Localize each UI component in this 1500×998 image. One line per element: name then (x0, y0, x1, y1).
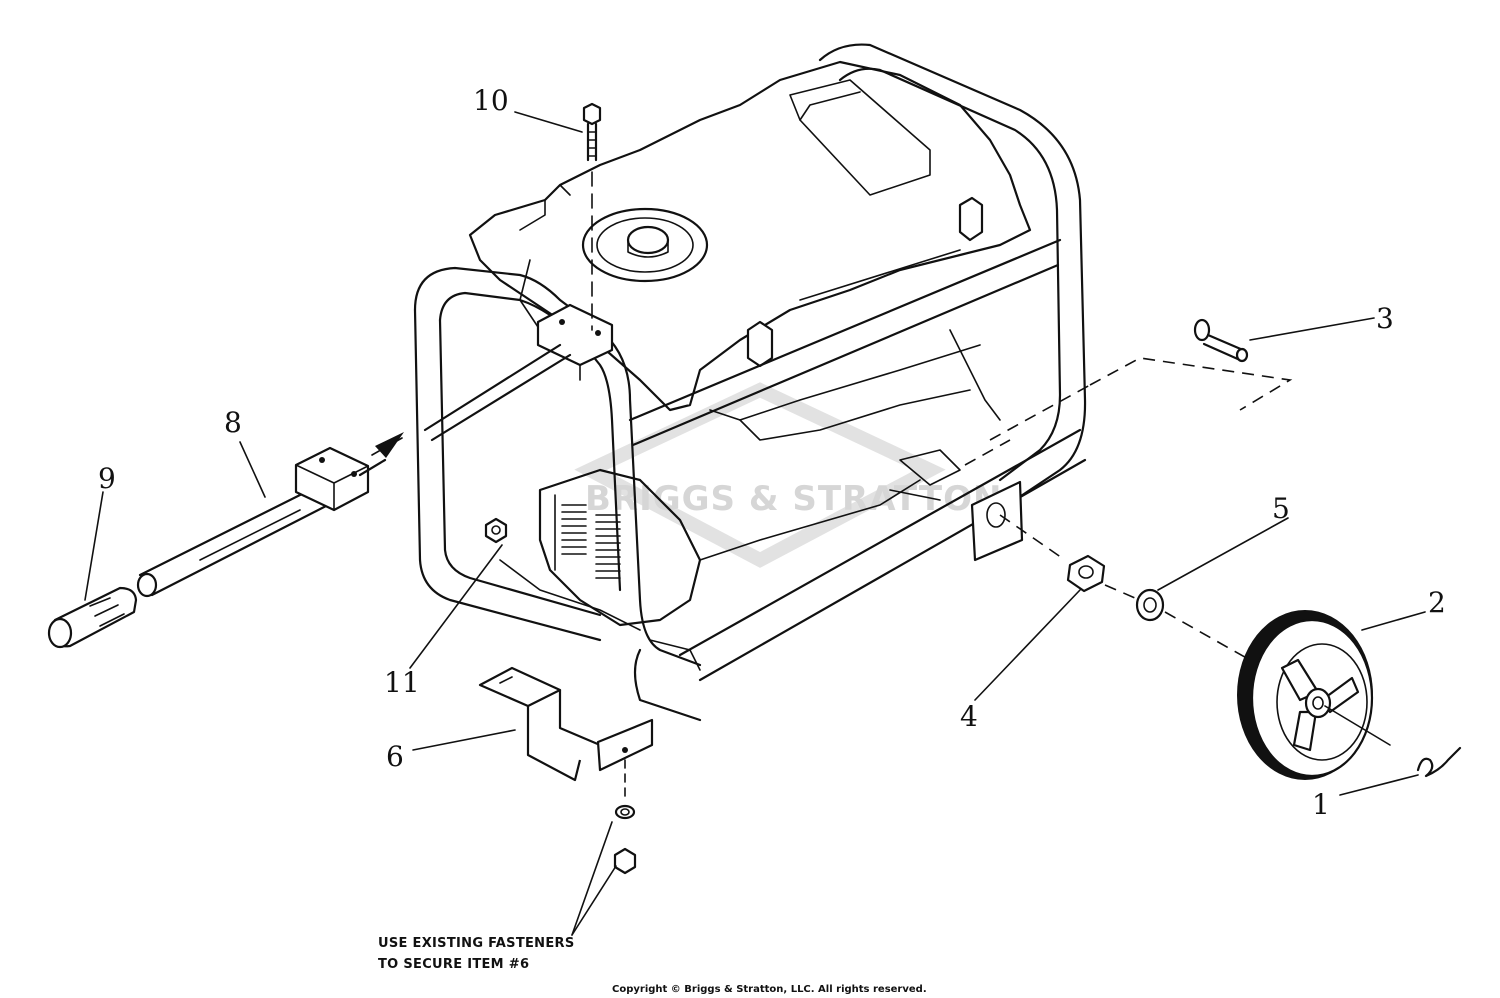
callout-1: 1 (1312, 788, 1330, 821)
watermark-text: BRIGGS & STRATTON (585, 479, 1002, 519)
wheel-item-2 (1237, 610, 1374, 780)
louvres (561, 504, 621, 579)
washer-nut-fasteners (571, 804, 637, 936)
callout-numbers: 10 3 8 9 5 2 11 4 6 1 (98, 84, 1446, 821)
axle-line-c (1164, 611, 1251, 661)
callout-3: 3 (1376, 302, 1394, 335)
callout-6: 6 (386, 740, 404, 773)
copyright-text: Copyright © Briggs & Stratton, LLC. All … (612, 984, 927, 995)
axle-pin-item-3 (964, 318, 1293, 466)
watermark: BRIGGS & STRATTON (574, 382, 1002, 568)
callout-2: 2 (1428, 586, 1446, 619)
nut-item-11 (484, 517, 508, 544)
note-line-2: TO SECURE ITEM #6 (378, 957, 529, 972)
generator-body (468, 60, 1032, 631)
axle-line-a (999, 514, 1066, 561)
assembly-note: USE EXISTING FASTENERS TO SECURE ITEM #6 (378, 936, 575, 972)
note-line-1: USE EXISTING FASTENERS (378, 936, 575, 951)
bolt-item-10 (582, 102, 602, 331)
leader-lines (84, 111, 1426, 796)
frame (413, 43, 1087, 722)
hex-nut-item-4 (1066, 554, 1106, 593)
washer-item-5 (1135, 588, 1165, 622)
callout-8: 8 (224, 406, 242, 439)
clip-item-1 (1416, 746, 1462, 778)
axle-line-b (1104, 584, 1136, 599)
callout-11: 11 (384, 666, 420, 699)
callout-4: 4 (960, 700, 978, 733)
callout-9: 9 (98, 462, 116, 495)
callout-5: 5 (1272, 492, 1290, 525)
grip-item-9 (47, 586, 138, 649)
callout-10: 10 (473, 84, 509, 117)
handle-item-8 (136, 343, 572, 598)
bracket-item-6 (478, 666, 654, 801)
